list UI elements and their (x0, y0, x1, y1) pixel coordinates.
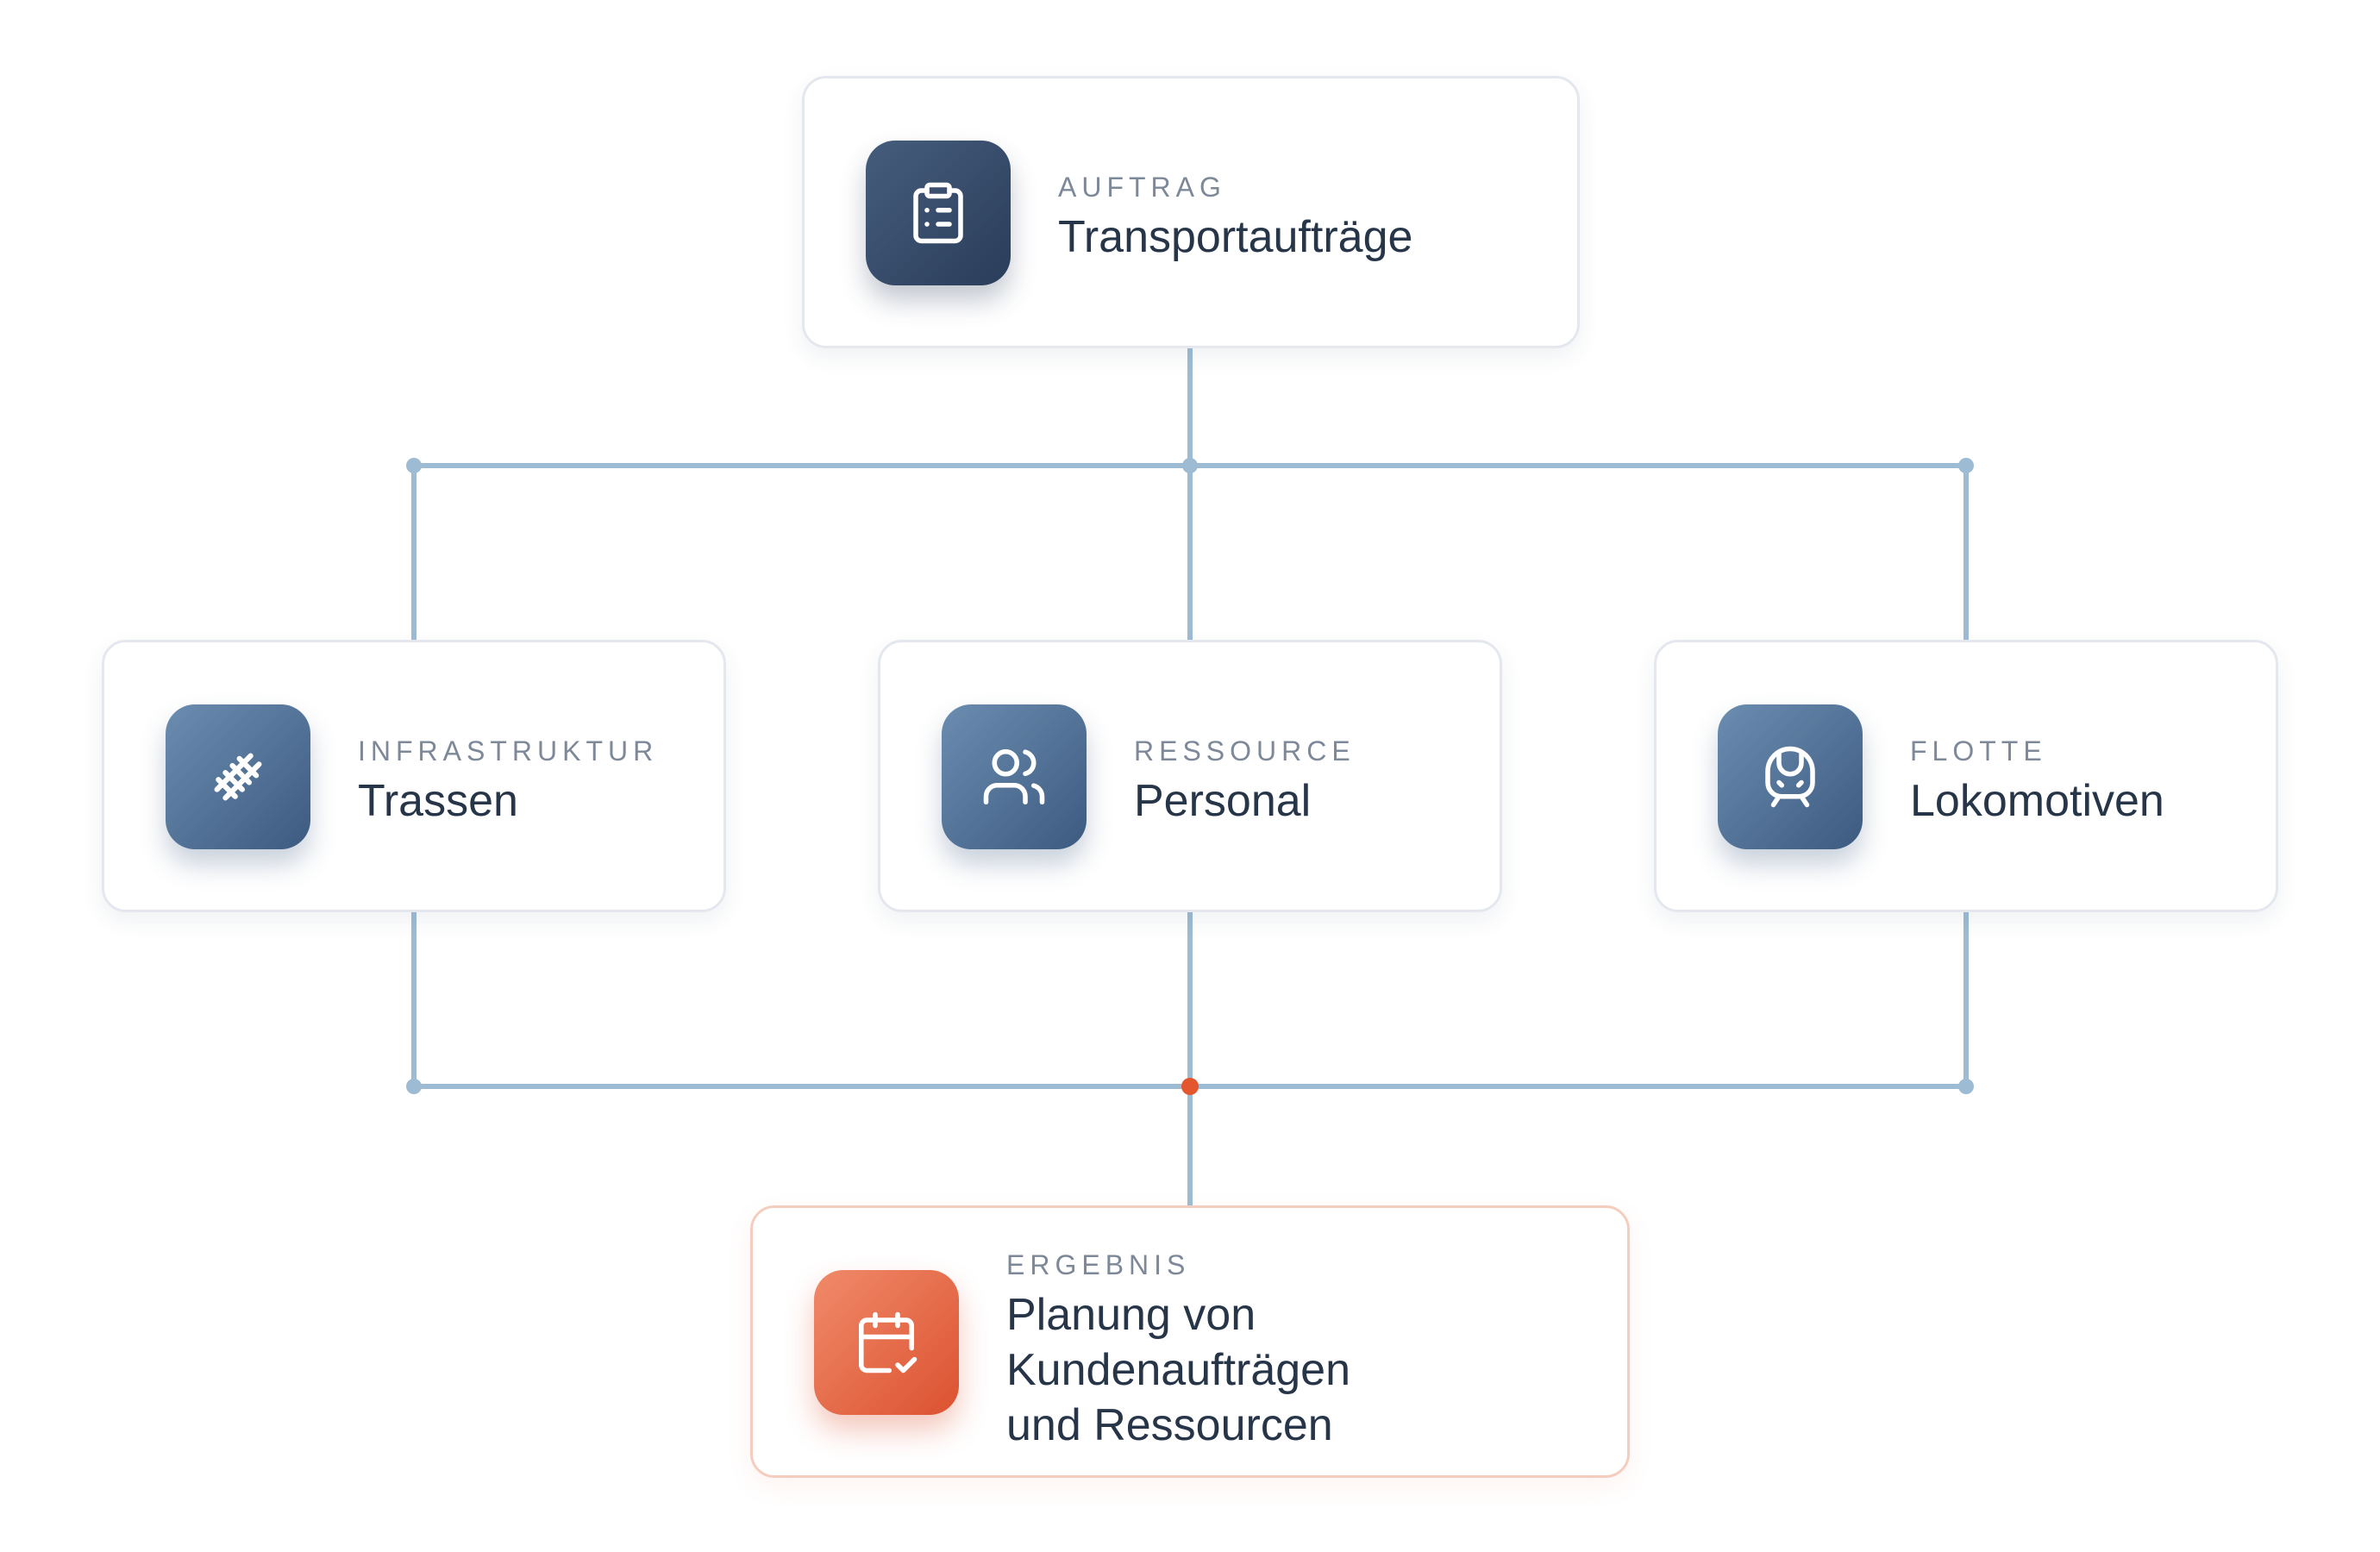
node-fleet-title: Lokomotiven (1910, 776, 2164, 826)
node-order-title: Transportaufträge (1058, 212, 1413, 262)
node-result-kicker: ERGEBNIS (1006, 1249, 1191, 1280)
junction-dot (1182, 458, 1198, 473)
node-result-icon-tile (814, 1270, 959, 1415)
node-infrastructure-icon-tile (166, 704, 310, 849)
node-fleet-icon-tile (1718, 704, 1863, 849)
clipboard-list-icon (913, 182, 963, 244)
railway-track-icon (214, 753, 262, 801)
node-resource-icon-tile (942, 704, 1087, 849)
node-infrastructure-card: INFRASTRUKTUR Trassen (102, 640, 726, 912)
node-infrastructure-kicker: INFRASTRUKTUR (358, 735, 659, 767)
node-order-card: AUFTRAG Transportaufträge (802, 76, 1580, 348)
node-resource-title: Personal (1134, 776, 1312, 826)
node-fleet-card: FLOTTE Lokomotiven (1654, 640, 2278, 912)
node-fleet-kicker: FLOTTE (1910, 735, 2047, 767)
node-result-title: Planung von Kundenaufträgen und Ressourc… (1006, 1290, 1351, 1450)
users-icon (983, 748, 1045, 805)
train-front-icon (1765, 746, 1815, 808)
node-result-card: ERGEBNIS Planung von Kundenaufträgen und… (750, 1205, 1630, 1478)
node-resource-card: RESSOURCE Personal (878, 640, 1502, 912)
junction-dot (406, 458, 422, 473)
junction-dot-highlight (1181, 1078, 1199, 1095)
junction-dot (406, 1079, 422, 1094)
junction-dot (1958, 458, 1974, 473)
node-order-icon-tile (866, 141, 1011, 285)
node-infrastructure-title: Trassen (358, 776, 518, 826)
node-resource-kicker: RESSOURCE (1134, 735, 1356, 767)
junction-dot (1958, 1079, 1974, 1094)
calendar-check-icon (858, 1311, 918, 1374)
node-order-kicker: AUFTRAG (1058, 172, 1226, 203)
